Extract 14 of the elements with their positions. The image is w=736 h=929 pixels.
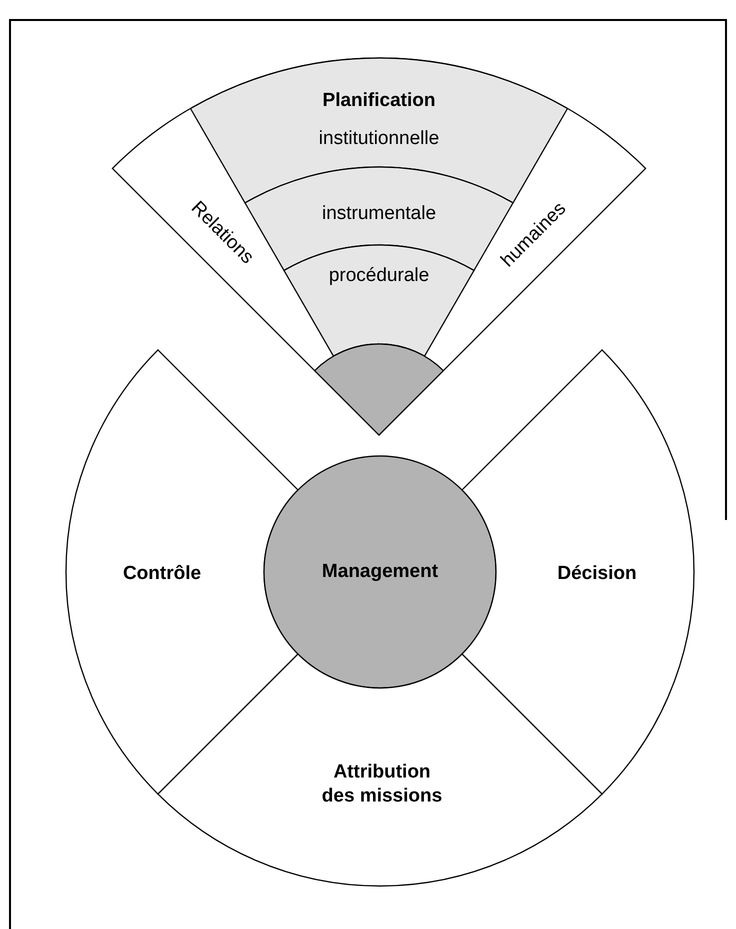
band-label: institutionnelle: [318, 127, 440, 151]
segment-label: Contrôle: [122, 562, 202, 586]
core-label: Management: [320, 560, 440, 584]
core-sector: [315, 344, 443, 435]
ring-segment: [158, 654, 602, 886]
band-label: instrumentale: [320, 202, 438, 226]
ring-segment: [66, 350, 298, 794]
band-heading: Planification: [322, 89, 436, 113]
segment-label: Attribution des missions: [320, 760, 444, 808]
band-segment: [284, 245, 474, 356]
ring-segment: [462, 350, 694, 794]
segment-label: Décision: [556, 562, 638, 586]
core-circle: [264, 456, 496, 688]
band-label: procédurale: [328, 264, 430, 288]
